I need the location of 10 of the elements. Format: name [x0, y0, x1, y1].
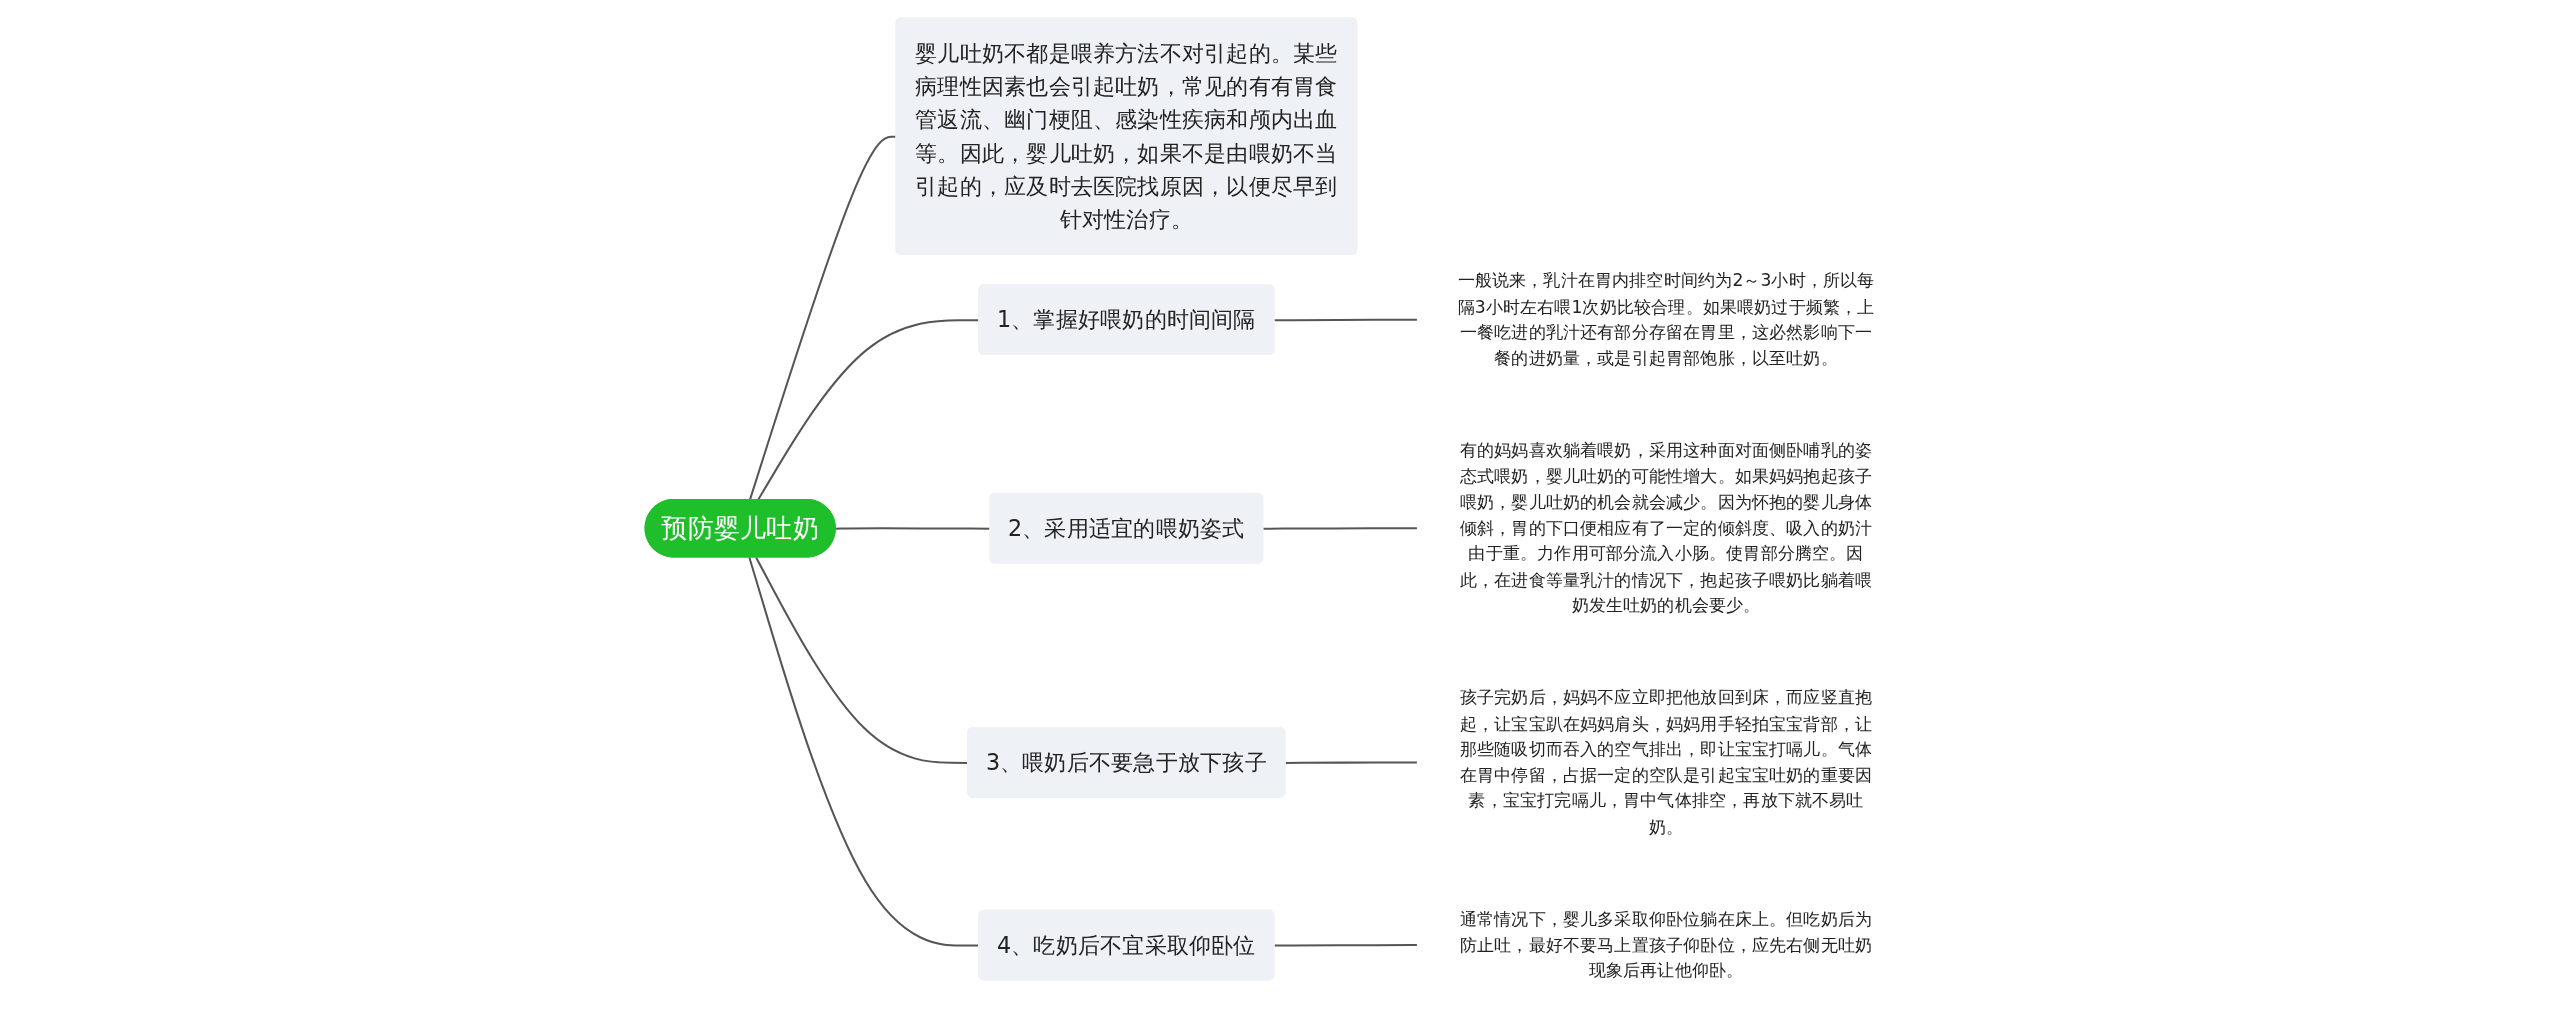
connector: [835, 527, 991, 530]
node-text: 有的妈妈喜欢躺着喂奶，采用这种面对面侧卧哺乳的姿态式喂奶，婴儿吐奶的可能性增大。如果妈妈抱起孩子喂奶，婴儿吐奶的机会就会减少。因为怀抱的婴儿身体倾斜，胃的下口便相应有了一定的倾斜度、吸入的奶汁由于重。力作用可部分流入小肠。使胃部分腾空。因此，在进食等量乳汁的情况下，抱起孩子喂奶比躺着喂奶发生吐奶的机会要少。: [1460, 440, 1873, 615]
connector: [1274, 318, 1418, 322]
node-text: 孩子完奶后，妈妈不应立即把他放回到床，而应竖直抱起，让宝宝趴在妈妈肩头，妈妈用手轻拍宝宝背部，让那些随吸切而吞入的空气排出，即让宝宝打嗝儿。气体在胃中停留，占据一定的空队是引起宝宝吐奶的重要因素，宝宝打完嗝儿，胃中气体排空，再放下就不易吐奶。: [1460, 687, 1873, 837]
connector: [1285, 761, 1418, 764]
node-text: 一般说来，乳汁在胃内排空时间约为2～3小时，所以每隔3小时左右喂1次奶比较合理。如果喂奶过于频繁，上一餐吃进的乳汁还有部分存留在胃里，这必然影响下一餐的进奶量，或是引起胃部饱胀，以至吐奶。: [1457, 270, 1875, 368]
connector: [1274, 944, 1418, 947]
connector: [749, 135, 897, 501]
node-text: 通常情况下，婴儿多采取仰卧位躺在床上。但吃奶后为防止吐，最好不要马上置孩子仰卧位，应先右侧无吐奶现象后再让他仰卧。: [1460, 908, 1873, 981]
connector: [1263, 527, 1418, 530]
